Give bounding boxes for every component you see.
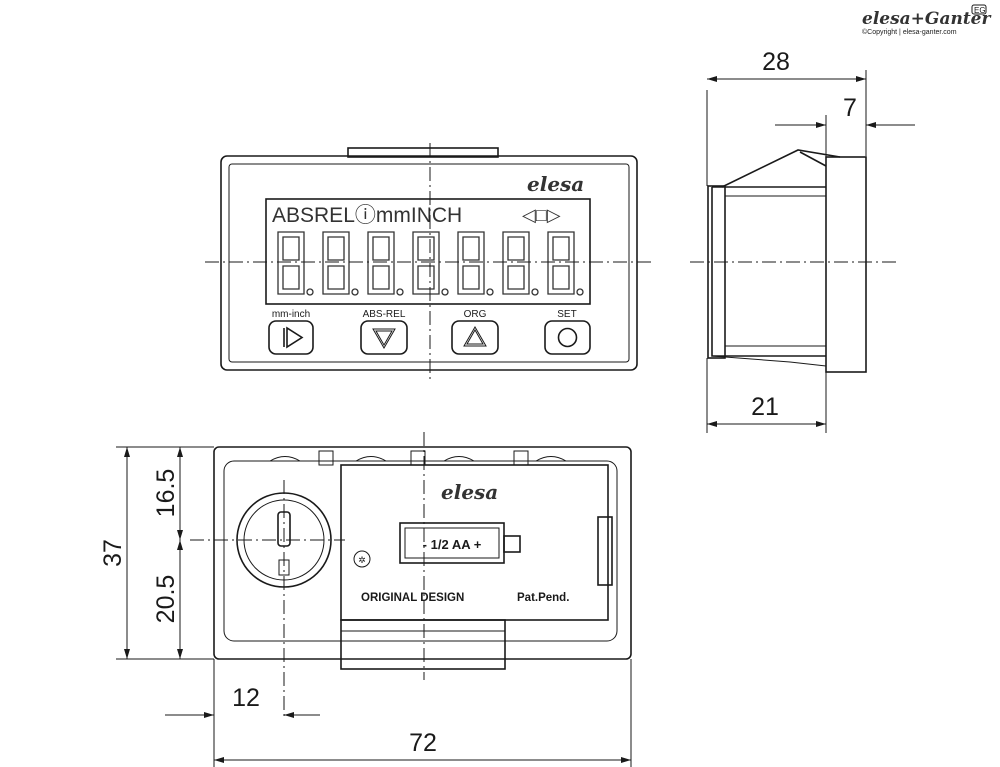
back-top-notches xyxy=(269,456,567,462)
button-label-org: ORG xyxy=(464,309,487,320)
logo-text: elesa+Ganter xyxy=(862,9,991,29)
battery-cover-latch xyxy=(597,516,613,586)
button-label-abs-rel: ABS-REL xyxy=(363,309,406,320)
screw-star-icon: ✲ xyxy=(358,555,366,565)
battery-symbol-inner xyxy=(404,527,500,559)
back-tab-2 xyxy=(410,450,426,466)
abs-rel-button[interactable] xyxy=(360,320,408,355)
lcd-decimal-point xyxy=(306,288,314,296)
lcd-decimal-point xyxy=(396,288,404,296)
lcd-digit xyxy=(367,231,395,295)
dim-37-value: 37 xyxy=(99,539,127,567)
back-inner-frame xyxy=(223,460,618,642)
button-row: mm-inch ABS-REL ORG SET xyxy=(268,309,591,355)
logo-badge-frame xyxy=(971,4,987,15)
side-rear-cap xyxy=(707,185,726,359)
lcd-decimal-point xyxy=(531,288,539,296)
lcd-window xyxy=(265,198,591,305)
lcd-digit xyxy=(322,231,350,295)
org-button[interactable] xyxy=(451,320,499,355)
lcd-mode-label: ABSRELⓘmmINCH xyxy=(272,204,462,227)
back-view: elesa - 1/2 AA + ✲ ORIGINAL DESIGN Pat.P… xyxy=(190,432,632,720)
triangle-down-icon xyxy=(372,328,396,349)
lcd-digit xyxy=(502,231,530,295)
circle-icon xyxy=(557,327,578,348)
dim-20-5-value: 20.5 xyxy=(152,575,180,624)
lcd-decimal-point xyxy=(441,288,449,296)
side-view xyxy=(690,149,900,373)
front-brand: elesa xyxy=(527,172,584,196)
play-bar-icon xyxy=(283,326,304,349)
screw-icon xyxy=(353,550,371,568)
battery-symbol-terminal xyxy=(503,535,521,553)
patent-label: Pat.Pend. xyxy=(517,592,569,604)
back-brand: elesa xyxy=(441,480,498,504)
lcd-digits xyxy=(277,231,584,296)
dim-12-value: 12 xyxy=(232,684,260,712)
back-outer-frame xyxy=(213,446,632,660)
lcd-digit xyxy=(277,231,305,295)
front-top-clip xyxy=(347,147,499,158)
button-label-mm-inch: mm-inch xyxy=(272,309,310,320)
dimensions: 28 7 21 37 16.5 20.5 12 72 xyxy=(99,48,915,767)
lcd-decimal-point xyxy=(576,288,584,296)
side-bezel xyxy=(825,156,867,373)
side-body-outline xyxy=(711,186,826,357)
mm-inch-button[interactable] xyxy=(268,320,314,355)
front-inner-frame xyxy=(228,163,630,363)
dim-7-value: 7 xyxy=(843,94,857,122)
lcd-digit xyxy=(457,231,485,295)
back-bottom-clip xyxy=(340,619,506,670)
button-label-set: SET xyxy=(557,309,576,320)
front-view: elesa ABSRELⓘmmINCH ◁□▷ mm-inch ABS-REL … xyxy=(205,143,655,380)
side-clip-spring xyxy=(721,149,841,188)
dim-28-value: 28 xyxy=(762,48,790,76)
front-outer-frame xyxy=(220,155,638,371)
side-lower-edge xyxy=(711,355,827,367)
brand-logo: elesa+Ganter ©Copyright | elesa-ganter.c… xyxy=(862,4,991,36)
dim-16-5-value: 16.5 xyxy=(152,469,180,518)
back-tab-1 xyxy=(318,450,334,466)
set-button[interactable] xyxy=(544,320,591,355)
lcd-digit xyxy=(547,231,575,295)
logo-copyright: ©Copyright | elesa-ganter.com xyxy=(862,28,957,36)
dim-21-value: 21 xyxy=(751,393,779,421)
battery-type-label: - 1/2 AA + xyxy=(423,537,482,552)
dim-72-value: 72 xyxy=(409,729,437,757)
lcd-decimal-point xyxy=(486,288,494,296)
lcd-digit xyxy=(412,231,440,295)
lcd-arrow-indicators: ◁□▷ xyxy=(522,205,561,225)
original-design-label: ORIGINAL DESIGN xyxy=(361,592,464,604)
triangle-up-icon xyxy=(463,326,487,347)
lcd-decimal-point xyxy=(351,288,359,296)
logo-badge: EG xyxy=(974,6,986,15)
back-tab-3 xyxy=(513,450,529,466)
